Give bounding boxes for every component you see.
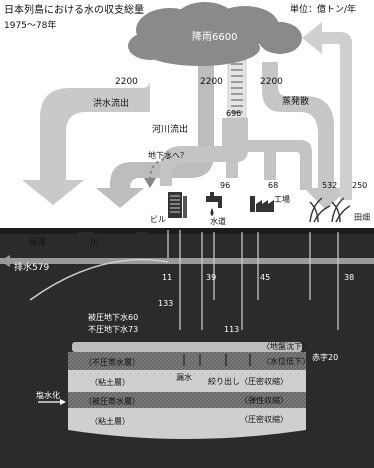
supply-branch <box>248 140 312 190</box>
ground-surface <box>0 228 374 234</box>
water-supply-label: 水道 <box>210 216 226 226</box>
groundwater-question-label: 地下水へ？ <box>148 150 188 160</box>
evapotranspiration-arrow <box>262 62 348 210</box>
paddy-value: 532 <box>322 181 337 190</box>
factory-value: 68 <box>268 181 278 190</box>
subsidence-label: 〈地盤沈下〉 <box>262 341 310 351</box>
factory-icon <box>250 196 274 212</box>
header-period: 1975〜78年 <box>4 19 56 31</box>
unconfined-groundwater-label: 不圧地下水73 <box>88 324 138 334</box>
layer-clay-1 <box>68 370 306 392</box>
confined-groundwater-label: 被圧地下水60 <box>88 312 138 322</box>
river-flow-arrow <box>96 62 214 208</box>
flood-label: 洪水流出 <box>93 97 129 109</box>
evap-label: 蒸発散 <box>282 95 309 107</box>
salinization-label: 塩水化 <box>36 390 60 400</box>
pump-value-133: 133 <box>158 299 173 308</box>
layer-label-1: （粘土層） <box>90 377 130 387</box>
pump-value-39: 39 <box>206 273 216 282</box>
factory-label: 工場 <box>274 194 290 204</box>
deficit-label: 赤字20 <box>312 352 338 362</box>
leak-label: 漏水 <box>176 372 192 382</box>
layer-effect-0: 〈水位低下〉 <box>262 356 310 366</box>
layer-label-0: （不圧帯水層） <box>84 357 140 367</box>
faucet-icon <box>206 192 222 216</box>
layer-clay-2 <box>68 408 306 430</box>
rice-plant-icon <box>309 197 351 223</box>
layer-confined-aquifer <box>68 392 306 408</box>
return-evaporation-arrow <box>302 22 352 200</box>
field-label: 田畑 <box>354 213 370 222</box>
aquifer-stack <box>68 342 306 439</box>
layer-unconfined-aquifer <box>68 352 306 370</box>
layer-effect-2: 〈弾性収縮〉 <box>240 395 288 405</box>
pumping-pipes <box>167 230 339 330</box>
layer-label-3: （粘土層） <box>90 416 130 426</box>
drainage-band <box>0 258 374 264</box>
river-label: 河川流出 <box>152 123 188 135</box>
pump-value-45: 45 <box>260 273 270 282</box>
water-supply-value: 96 <box>220 181 230 190</box>
pump-value-38: 38 <box>344 273 354 282</box>
pump-value-113: 113 <box>224 325 239 334</box>
evap-value: 2200 <box>260 77 283 87</box>
flood-flow-arrow <box>22 60 150 205</box>
flood-value: 2200 <box>115 77 138 87</box>
infiltration-value: 696 <box>226 109 241 118</box>
rain-cloud <box>128 2 302 66</box>
ocean-label: 海洋 <box>28 236 46 248</box>
pump-value-11: 11 <box>162 273 172 282</box>
layer-arrows <box>183 354 251 366</box>
layer-effect-3: 〈圧密収縮〉 <box>240 414 288 424</box>
building-icon <box>168 192 187 218</box>
field-value: 250 <box>352 181 367 190</box>
river-value: 2200 <box>200 77 223 87</box>
layer-label-2: （被圧帯水層） <box>84 396 140 406</box>
building-label: ビル <box>150 215 166 224</box>
unit-label: 単位：億トン/年 <box>290 3 356 15</box>
squeeze-label: 絞り出し <box>208 376 240 386</box>
rain-label: 降雨6600 <box>192 30 237 43</box>
layer-effect-1: 〈圧密収縮〉 <box>240 376 288 386</box>
river-surface-label: 川 <box>90 238 99 248</box>
supply-trunk <box>160 118 248 186</box>
header-title: 日本列島における水の収支総量 <box>4 3 144 16</box>
drain-label: 排水579 <box>14 261 49 273</box>
